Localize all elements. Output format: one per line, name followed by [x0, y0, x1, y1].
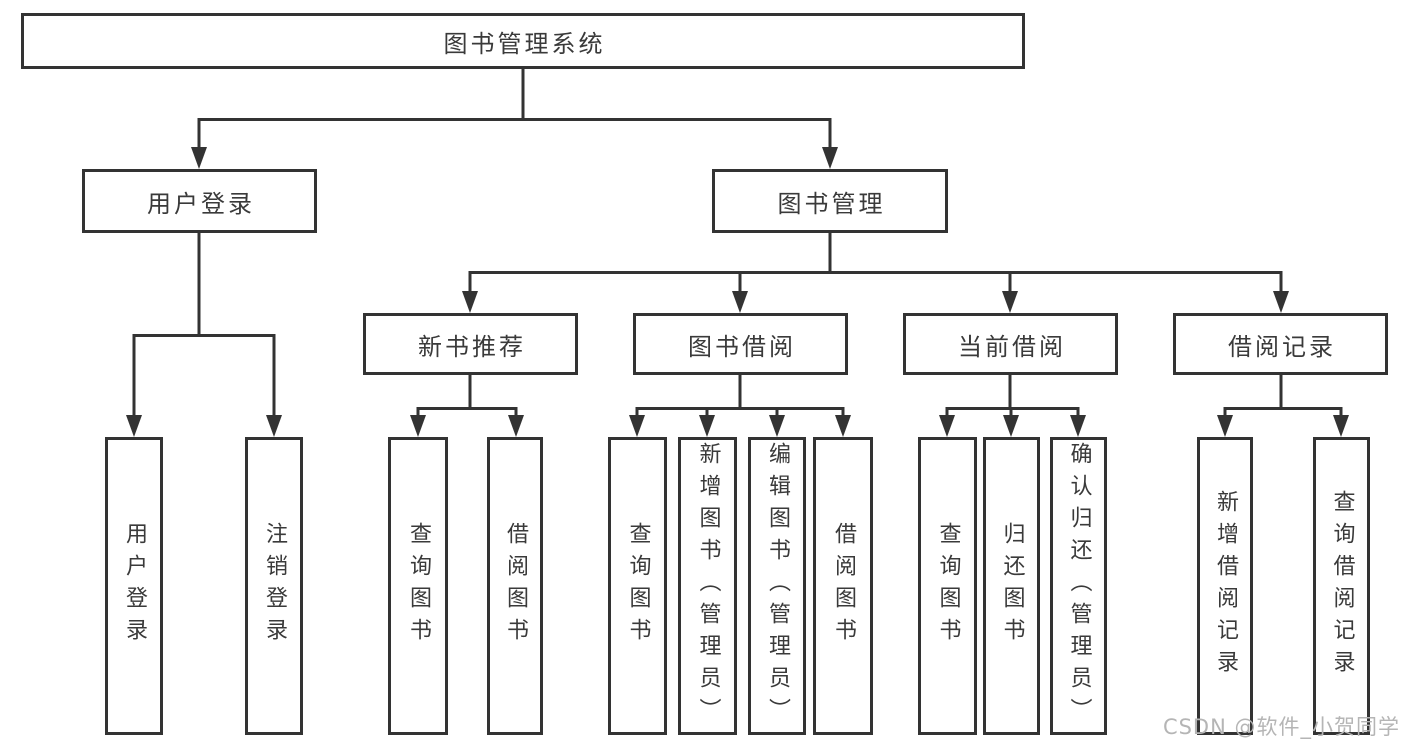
leaf-add-borrow-record: 新增借阅记录: [1197, 437, 1253, 735]
node-label: 图书借阅: [688, 332, 796, 361]
leaf-logout: 注销登录: [245, 437, 303, 735]
node-label: 用户登录: [122, 522, 147, 650]
leaf-confirm-return-admin: 确认归还（管理员）: [1050, 437, 1107, 735]
watermark: CSDN @软件_小贺同学: [1162, 715, 1400, 739]
leaf-query-books-3: 查询图书: [918, 437, 977, 735]
node-label: 当前借阅: [958, 332, 1066, 361]
node-label: 归还图书: [999, 522, 1025, 650]
node-label: 用户登录: [147, 189, 255, 218]
leaf-return-books: 归还图书: [983, 437, 1040, 735]
arrow-down-icons: [126, 147, 1349, 437]
node-label: 新书推荐: [418, 332, 526, 361]
leaf-query-books-2: 查询图书: [608, 437, 667, 735]
leaf-add-books-admin: 新增图书（管理员）: [678, 437, 737, 735]
leaf-borrow-books-1: 借阅图书: [487, 437, 543, 735]
node-label: 借阅记录: [1228, 332, 1336, 361]
node-label: 查询图书: [406, 522, 431, 650]
node-label: 图书管理: [777, 189, 886, 218]
node-label: 查询借阅记录: [1329, 490, 1355, 682]
node-label: 借阅图书: [503, 522, 528, 650]
node-book-management: 图书管理: [712, 169, 948, 233]
node-label: 注销登录: [262, 522, 287, 650]
node-label: 新增借阅记录: [1213, 490, 1238, 682]
node-root-system: 图书管理系统: [21, 13, 1025, 69]
node-book-borrowing: 图书借阅: [633, 313, 848, 375]
node-label: 查询图书: [625, 522, 651, 650]
node-label: 确认归还（管理员）: [1066, 442, 1092, 730]
node-label: 借阅图书: [831, 522, 856, 650]
node-label: 图书管理系统: [443, 29, 606, 58]
leaf-query-books-1: 查询图书: [388, 437, 448, 735]
leaf-edit-books-admin: 编辑图书（管理员）: [748, 437, 806, 735]
node-label: 编辑图书（管理员）: [765, 442, 790, 730]
node-user-login: 用户登录: [82, 169, 317, 233]
node-borrowing-records: 借阅记录: [1173, 313, 1388, 375]
leaf-user-login: 用户登录: [105, 437, 163, 735]
node-current-borrowing: 当前借阅: [903, 313, 1118, 375]
leaf-query-borrow-record: 查询借阅记录: [1313, 437, 1370, 735]
node-new-book-recommend: 新书推荐: [363, 313, 578, 375]
leaf-borrow-books-2: 借阅图书: [813, 437, 873, 735]
node-label: 新增图书（管理员）: [695, 442, 721, 730]
node-label: 查询图书: [935, 522, 961, 650]
